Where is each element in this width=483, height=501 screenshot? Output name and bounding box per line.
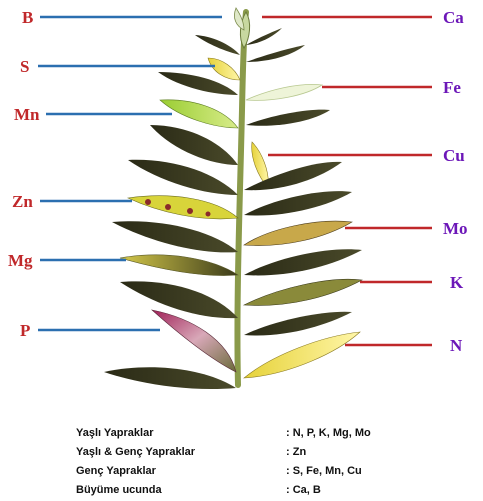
leaf-bottom-left [104,367,236,389]
legend-value: : S, Fe, Mn, Cu [286,462,362,481]
nutrient-label-fe: Fe [443,79,461,96]
leaf-top-right [246,28,282,45]
plant-illustration [0,0,483,400]
legend-row: Genç Yapraklar: S, Fe, Mn, Cu [76,462,371,481]
legend-category: Yaşlı Yapraklar [76,424,286,443]
nutrient-label-ca: Ca [443,9,464,26]
legend-category: Büyüme ucunda [76,481,286,500]
leaf-n-deficiency [244,332,360,378]
nutrient-label-mn: Mn [14,106,40,123]
nutrient-label-s: S [20,58,29,75]
nutrient-label-mg: Mg [8,252,33,269]
leaf-left-5 [150,125,238,165]
legend-value: : Ca, B [286,481,321,500]
legend-value: : N, P, K, Mg, Mo [286,424,371,443]
plant-stem [237,12,246,385]
leaf-right-4 [246,110,330,126]
nutrient-label-mo: Mo [443,220,468,237]
leaf-zn-deficiency [128,196,238,219]
nutrient-label-zn: Zn [12,193,33,210]
leaf-right-2 [246,45,305,62]
leaf-right-11 [244,312,352,336]
leaf-mo-deficiency [244,221,352,245]
legend-value: : Zn [286,443,306,462]
legend-row: Yaşlı & Genç Yapraklar: Zn [76,443,371,462]
legend-category: Genç Yapraklar [76,462,286,481]
leaf-fe-deficiency [246,84,322,100]
zn-spot [206,212,211,217]
legend-row: Büyüme ucunda: Ca, B [76,481,371,500]
leaf-left-6 [128,160,238,195]
zn-spot [145,199,151,205]
nutrient-label-k: K [450,274,463,291]
leaf-left-8 [112,221,238,252]
growth-tip [240,12,249,48]
nutrient-label-b: B [22,9,33,26]
leaf-mg-deficiency [120,255,238,276]
leaf-s-deficiency [208,58,240,80]
nutrient-label-n: N [450,337,462,354]
legend-category: Yaşlı & Genç Yapraklar [76,443,286,462]
zn-spot [165,204,171,210]
leaf-k-deficiency [244,279,362,305]
leaf-top-left [195,35,240,55]
zn-spot [187,208,193,214]
leaf-right-9 [244,249,362,275]
leaf-p-deficiency [152,310,236,372]
nutrient-label-p: P [20,322,30,339]
legend-row: Yaşlı Yapraklar: N, P, K, Mg, Mo [76,424,371,443]
leaf-right-7 [244,191,352,215]
legend: Yaşlı Yapraklar: N, P, K, Mg, Mo Yaşlı &… [76,424,371,500]
leaf-left-10 [120,281,238,318]
nutrient-label-cu: Cu [443,147,465,164]
